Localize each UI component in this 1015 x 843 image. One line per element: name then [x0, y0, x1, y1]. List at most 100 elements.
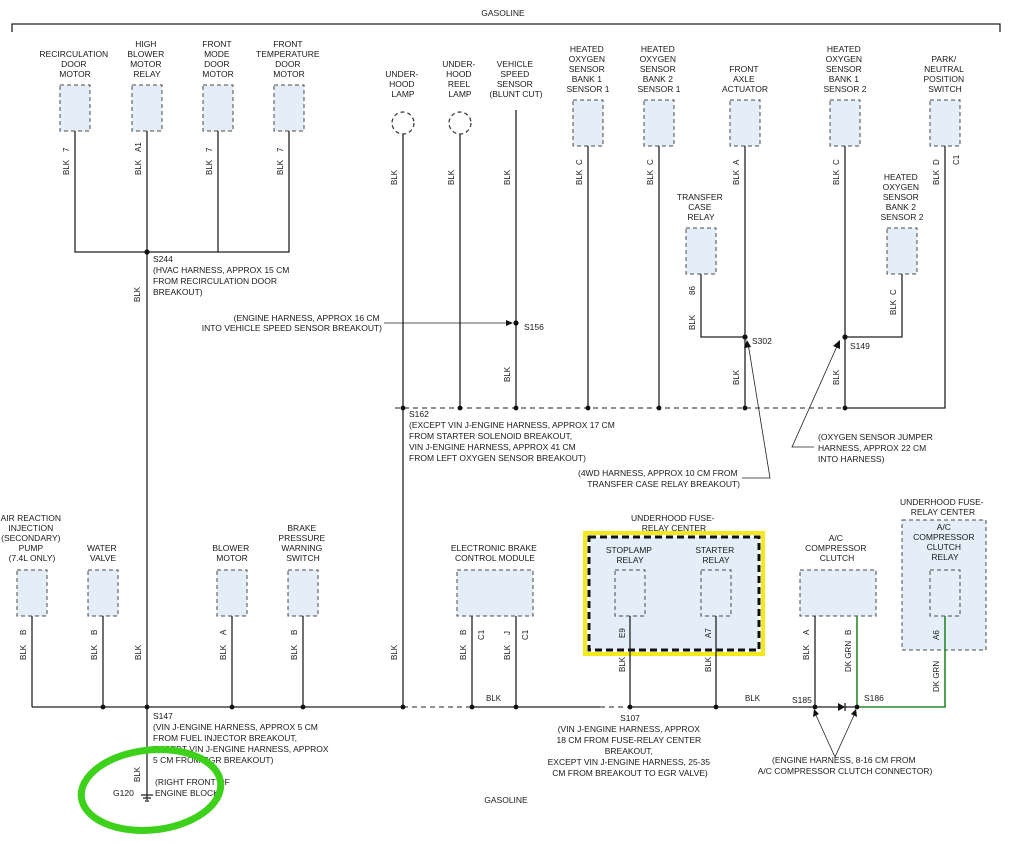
svg-text:86: 86 — [688, 286, 697, 295]
svg-text:(4WD HARNESS, APPROX 10 CM FRO: (4WD HARNESS, APPROX 10 CM FROM TRANSFER… — [578, 468, 740, 489]
svg-text:B: B — [459, 630, 468, 635]
splice-dot — [144, 249, 150, 255]
svg-text:BLK: BLK — [134, 159, 143, 175]
comp-label: RECIRCULATION DOOR MOTOR — [39, 49, 110, 79]
svg-text:(ENGINE HARNESS, 8-16 CM FROM: (ENGINE HARNESS, 8-16 CM FROM A/C COMPRE… — [758, 755, 933, 776]
comp-ac-clutch-relay: UNDERHOOD FUSE- RELAY CENTER A/C COMPRES… — [900, 497, 987, 651]
comp-water-valve: WATER VALVE — [87, 543, 119, 617]
svg-text:(RIGHT FRONT OF ENGINE B: (RIGHT FRONT OF ENGINE BLOCK) — [155, 777, 232, 798]
comp-ebcm: ELECTRONIC BRAKE CONTROL MODULE — [451, 543, 537, 617]
svg-text:G120: G120 — [113, 788, 134, 798]
svg-text:TRANSFER CASE RELA: TRANSFER CASE RELAY — [677, 192, 725, 222]
highlight-circle — [77, 746, 225, 834]
svg-text:BLK: BLK — [90, 644, 99, 660]
svg-text:STARTER RELAY: STARTER RELAY — [695, 545, 736, 565]
svg-text:UNDERHOOD FUSE- RELAY CE: UNDERHOOD FUSE- RELAY CENTER — [900, 497, 986, 517]
comp-underhood-reel-lamp: UNDER- HOOD REEL LAMP — [442, 59, 477, 135]
svg-text:BLK: BLK — [646, 169, 655, 185]
splice-s149: S149 — [850, 341, 870, 351]
svg-text:B: B — [90, 630, 99, 635]
comp-front-temp-door-motor: FRONT TEMPERATURE DOOR MOTOR — [256, 39, 320, 132]
svg-text:BLK: BLK — [503, 169, 512, 185]
svg-text:B: B — [844, 630, 853, 635]
svg-text:BLK: BLK — [390, 644, 399, 660]
svg-text:BLK: BLK — [503, 366, 512, 382]
svg-text:B: B — [290, 630, 299, 635]
svg-text:A/C COMPRESSOR CLU: A/C COMPRESSOR CLUTCH — [805, 533, 869, 563]
splice-s302: S302 — [752, 336, 772, 346]
svg-text:C1: C1 — [521, 629, 530, 640]
top-bracket: GASOLINE — [11, 8, 1001, 32]
svg-text:AIR REACTION INJECTION: AIR REACTION INJECTION (SECONDARY) PUMP … — [1, 513, 64, 563]
svg-text:HEATED OXYGEN SENS: HEATED OXYGEN SENSOR BANK 2 SENSOR 1 — [638, 44, 681, 94]
svg-text:BLK: BLK — [745, 694, 761, 703]
svg-text:C1: C1 — [952, 154, 961, 165]
svg-text:C: C — [575, 159, 584, 165]
svg-text:PARK/ NEUTRAL POSI: PARK/ NEUTRAL POSITION SWITCH — [924, 54, 967, 94]
svg-text:WATER VALVE: WATER VALVE — [87, 543, 119, 563]
diagram-title-top: GASOLINE — [481, 8, 525, 18]
svg-text:BLK: BLK — [889, 299, 898, 315]
comp-label: FRONT MODE DOOR MOTOR — [202, 39, 234, 79]
comp-ho2s-b2s2: HEATED OXYGEN SENSOR BANK 2 SENSOR 2 — [881, 172, 924, 275]
svg-text:C: C — [832, 159, 841, 165]
svg-text:E9: E9 — [618, 628, 627, 638]
svg-text:S156: S156 — [524, 322, 544, 332]
svg-text:BLK: BLK — [802, 644, 811, 660]
comp-front-axle-actuator: FRONT AXLE ACTUATOR — [722, 64, 768, 147]
comp-ho2s-b1s1: HEATED OXYGEN SENSOR BANK 1 SENSOR 1 — [567, 44, 610, 147]
comp-transfer-case-relay: TRANSFER CASE RELAY — [677, 192, 725, 275]
svg-text:BLK: BLK — [832, 369, 841, 385]
highlight-box — [583, 531, 765, 656]
svg-text:A: A — [219, 629, 228, 635]
note-o2-jumper: (OXYGEN SENSOR JUMPER HARNESS, APPROX 22… — [791, 340, 933, 464]
svg-text:A6: A6 — [932, 630, 941, 640]
svg-text:BLK: BLK — [390, 169, 399, 185]
note-s244: (HVAC HARNESS, APPROX 15 CM FROM RECIRCU… — [153, 265, 292, 297]
comp-vehicle-speed-sensor: VEHICLE SPEED SENSOR (BLUNT CUT) — [489, 59, 542, 99]
splice-s185-s186: S185 S186 (ENGINE HARNESS, 8-16 CM FROM … — [758, 693, 933, 776]
splice-s147: S147 (VIN J-ENGINE HARNESS, APPROX 5 CM … — [153, 711, 331, 765]
splice-s244: S244 (HVAC HARNESS, APPROX 15 CM FROM RE… — [153, 254, 292, 297]
svg-text:S302: S302 — [752, 336, 772, 346]
comp-label: HIGH BLOWER MOTOR RELAY — [127, 39, 166, 79]
svg-text:BLK: BLK — [205, 159, 214, 175]
comp-recirc-door-motor: RECIRCULATION DOOR MOTOR — [39, 49, 110, 132]
svg-text:A/C COMPRESSOR CLU: A/C COMPRESSOR CLUTCH RELAY — [913, 522, 977, 562]
svg-text:A: A — [802, 629, 811, 635]
svg-text:BLK: BLK — [276, 159, 285, 175]
hvac-pin-labels: BLK 7 BLK A1 BLK 7 BLK 7 BLK — [62, 142, 285, 302]
svg-text:UNDERHOOD FUSE- RELAY CE: UNDERHOOD FUSE- RELAY CENTER — [631, 513, 717, 533]
svg-text:UNDER- HOOD LAMP: UNDER- HOOD LAMP — [385, 69, 420, 99]
svg-text:DK GRN: DK GRN — [932, 661, 941, 692]
ground-g120: BLK G120 (RIGHT FRONT OF ENGINE BLOCK) — [77, 746, 232, 834]
note-s147: (VIN J-ENGINE HARNESS, APPROX 5 CM FROM … — [153, 722, 331, 765]
svg-text:C: C — [646, 159, 655, 165]
svg-text:S186: S186 — [864, 693, 884, 703]
svg-text:HEATED OXYGEN SENS: HEATED OXYGEN SENSOR BANK 1 SENSOR 1 — [567, 44, 610, 94]
svg-text:STOPLAMP RELAY: STOPLAMP RELAY — [606, 545, 654, 565]
splice-s162-bus: S162 (EXCEPT VIN J-ENGINE HARNESS, APPRO… — [395, 405, 945, 463]
svg-text:BLK: BLK — [219, 644, 228, 660]
svg-text:BLK: BLK — [732, 369, 741, 385]
svg-text:BLK: BLK — [62, 159, 71, 175]
svg-text:S185: S185 — [792, 695, 812, 705]
svg-text:S147: S147 — [153, 711, 173, 721]
svg-text:HEATED OXYGEN SENS: HEATED OXYGEN SENSOR BANK 1 SENSOR 2 — [824, 44, 867, 94]
svg-text:BLK: BLK — [133, 766, 142, 782]
svg-text:BRAKE PRESSURE WAR: BRAKE PRESSURE WARNING SWITCH — [278, 523, 327, 563]
svg-text:VEHICLE SPEED SENS: VEHICLE SPEED SENSOR (BLUNT CUT) — [489, 59, 542, 99]
svg-text:7: 7 — [205, 147, 214, 152]
hvac-wires — [74, 131, 290, 800]
svg-text:BLK: BLK — [486, 694, 502, 703]
svg-text:UNDER- HOOD REEL: UNDER- HOOD REEL LAMP — [442, 59, 477, 99]
svg-text:S162: S162 — [409, 409, 429, 419]
svg-text:7: 7 — [62, 147, 71, 152]
note-4wd: (4WD HARNESS, APPROX 10 CM FROM TRANSFER… — [578, 340, 771, 489]
svg-text:BLK: BLK — [932, 169, 941, 185]
svg-text:B: B — [19, 630, 28, 635]
svg-text:DK GRN: DK GRN — [844, 641, 853, 672]
note-s107: (VIN J-ENGINE HARNESS, APPROX 18 CM FROM… — [548, 724, 713, 778]
svg-text:BLK: BLK — [447, 169, 456, 185]
